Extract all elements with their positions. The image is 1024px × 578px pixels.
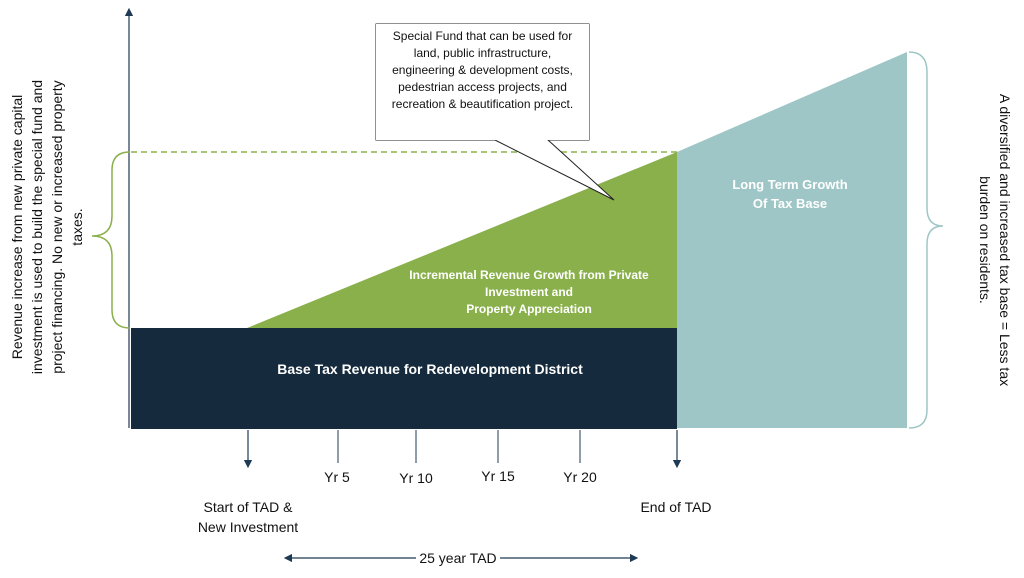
tick-label-yr10: Yr 10 [399, 470, 433, 486]
long-term-growth-region [677, 52, 907, 428]
start-label-line2: New Investment [198, 519, 298, 535]
tick-label-yr5: Yr 5 [324, 469, 350, 485]
increment-label-line3: Property Appreciation [466, 302, 592, 316]
start-label-line1: Start of TAD & [204, 499, 294, 515]
base-revenue-label: Base Tax Revenue for Redevelopment Distr… [277, 361, 583, 377]
left-side-note: Revenue increase from new private capita… [9, 79, 85, 375]
left-brace [91, 151, 131, 329]
base-tax-revenue-region [131, 328, 677, 429]
long-term-label-line2: Of Tax Base [753, 196, 827, 211]
increment-label-line2: Investment and [485, 285, 573, 299]
tick-label-yr20: Yr 20 [563, 469, 597, 485]
tick-label-yr15: Yr 15 [481, 468, 515, 484]
callout-text: Special Fund that can be used for land, … [376, 24, 589, 140]
right-brace [908, 51, 944, 429]
increment-label-line1: Incremental Revenue Growth from Private [409, 268, 649, 282]
incremental-revenue-region [247, 152, 677, 328]
end-label: End of TAD [640, 499, 711, 515]
duration-label: 25 year TAD [419, 550, 496, 566]
duration-label-bg [416, 548, 500, 566]
long-term-label-line1: Long Term Growth [732, 177, 847, 192]
right-side-note: A diversified and increased tax base = L… [977, 93, 1013, 387]
